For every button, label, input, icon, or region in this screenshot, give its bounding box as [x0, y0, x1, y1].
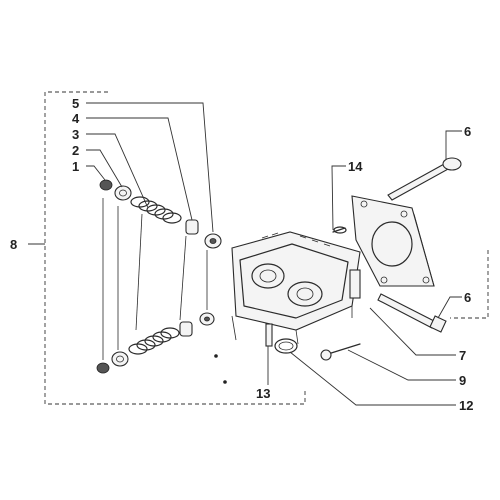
callout-13: 13 [256, 386, 270, 401]
valve-spring-lower [128, 327, 180, 355]
callout-6-upper: 6 [464, 124, 471, 139]
head-gasket [351, 195, 435, 287]
callout-3: 3 [72, 127, 79, 142]
valve-collet-lower [96, 362, 110, 374]
callout-8: 8 [10, 237, 17, 252]
screw-9 [320, 343, 361, 361]
valve-seal-lower [179, 321, 193, 337]
valve-washer-upper [204, 233, 222, 249]
assembly-axis-lines [102, 198, 208, 360]
reference-dot [223, 380, 227, 384]
callout-1: 1 [72, 159, 79, 174]
stud-bolt-upper [387, 157, 462, 201]
callout-12: 12 [459, 398, 473, 413]
dowel-14 [332, 226, 347, 234]
long-bolt-lower [377, 293, 447, 333]
callout-9: 9 [459, 373, 466, 388]
o-ring-12 [274, 338, 298, 354]
cylinder-head [231, 231, 361, 345]
callout-5: 5 [72, 96, 79, 111]
leader-lines [86, 102, 462, 406]
reference-dot [214, 354, 218, 358]
valve-seal-upper [185, 219, 199, 235]
pin-13 [265, 323, 273, 347]
callout-2: 2 [72, 143, 79, 158]
valve-collet-upper [99, 179, 113, 191]
callout-4: 4 [72, 111, 80, 126]
valve-cap-upper [114, 185, 132, 201]
group-bracket-right [450, 250, 489, 319]
group-bracket-8 [28, 91, 306, 405]
valve-spring-upper [130, 196, 182, 224]
callout-6-lower: 6 [464, 290, 471, 305]
callout-14: 14 [348, 159, 363, 174]
callout-7: 7 [459, 348, 466, 363]
valve-cap-lower [111, 351, 129, 367]
valve-washer-lower [199, 312, 215, 326]
